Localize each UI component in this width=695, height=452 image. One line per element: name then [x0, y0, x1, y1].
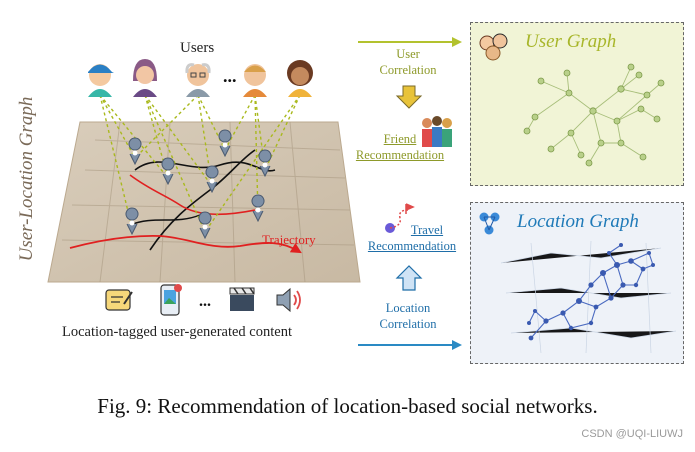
user-graph-panel: User Graph — [470, 22, 684, 186]
friend-recommendation-line2: Recommendation — [355, 148, 445, 162]
location-correlation-line1: Location — [385, 301, 431, 315]
user-correlation-line2: Correlation — [379, 63, 437, 77]
trajectory-path — [69, 234, 302, 254]
svg-text:...: ... — [223, 66, 237, 86]
location-correlation-line2: Correlation — [379, 317, 437, 331]
watermark: CSDN @UQI-LIUWJ — [581, 428, 683, 440]
user-avatar-4 — [243, 64, 267, 97]
content-icons: ... — [105, 284, 301, 316]
note-edit-icon — [105, 289, 133, 311]
user-avatar-2 — [133, 59, 157, 97]
user-avatar-5 — [287, 60, 313, 97]
user-correlation-label: User Correlation — [356, 46, 460, 78]
user-graph-title: User Graph — [525, 31, 617, 52]
location-graph-nodes-icon — [479, 212, 500, 235]
location-graph-panel: Location Graph — [470, 202, 684, 364]
user-graph-people-icon — [479, 33, 508, 61]
figure-caption: Fig. 9: Recommendation of location-based… — [97, 394, 598, 418]
location-pins — [125, 129, 272, 240]
photo-phone-icon — [160, 284, 182, 316]
user-avatars: ... — [88, 59, 313, 97]
travel-recommendation-line1: Travel — [410, 223, 444, 237]
travel-recommendation-line2: Recommendation — [367, 239, 457, 253]
friend-recommendation-line1: Friend — [383, 132, 417, 146]
user-correlation-line1: User — [396, 47, 420, 61]
user-avatar-1 — [88, 64, 114, 97]
friend-recommendation-label: Friend Recommendation — [350, 131, 450, 163]
travel-recommendation-label: Travel Recommendation — [356, 222, 468, 254]
content-label: Location-tagged user-generated content — [62, 324, 292, 340]
trajectory-label: Trajectory — [262, 232, 316, 247]
svg-text:...: ... — [199, 293, 211, 310]
users-label: Users — [180, 40, 215, 56]
user-graph — [479, 33, 665, 167]
video-clapper-icon — [229, 287, 255, 311]
location-graph — [479, 212, 677, 354]
audio-speaker-icon — [276, 287, 301, 313]
figure: User-Location Graph Users — [16, 22, 684, 364]
location-correlation-label: Location Correlation — [356, 300, 460, 332]
city-map — [47, 121, 361, 283]
friends-group-icon — [422, 116, 452, 147]
location-graph-title: Location Graph — [517, 211, 639, 232]
user-avatar-3 — [185, 63, 211, 97]
travel-route-icon — [385, 203, 415, 233]
map-diagram: ... . — [47, 37, 462, 350]
